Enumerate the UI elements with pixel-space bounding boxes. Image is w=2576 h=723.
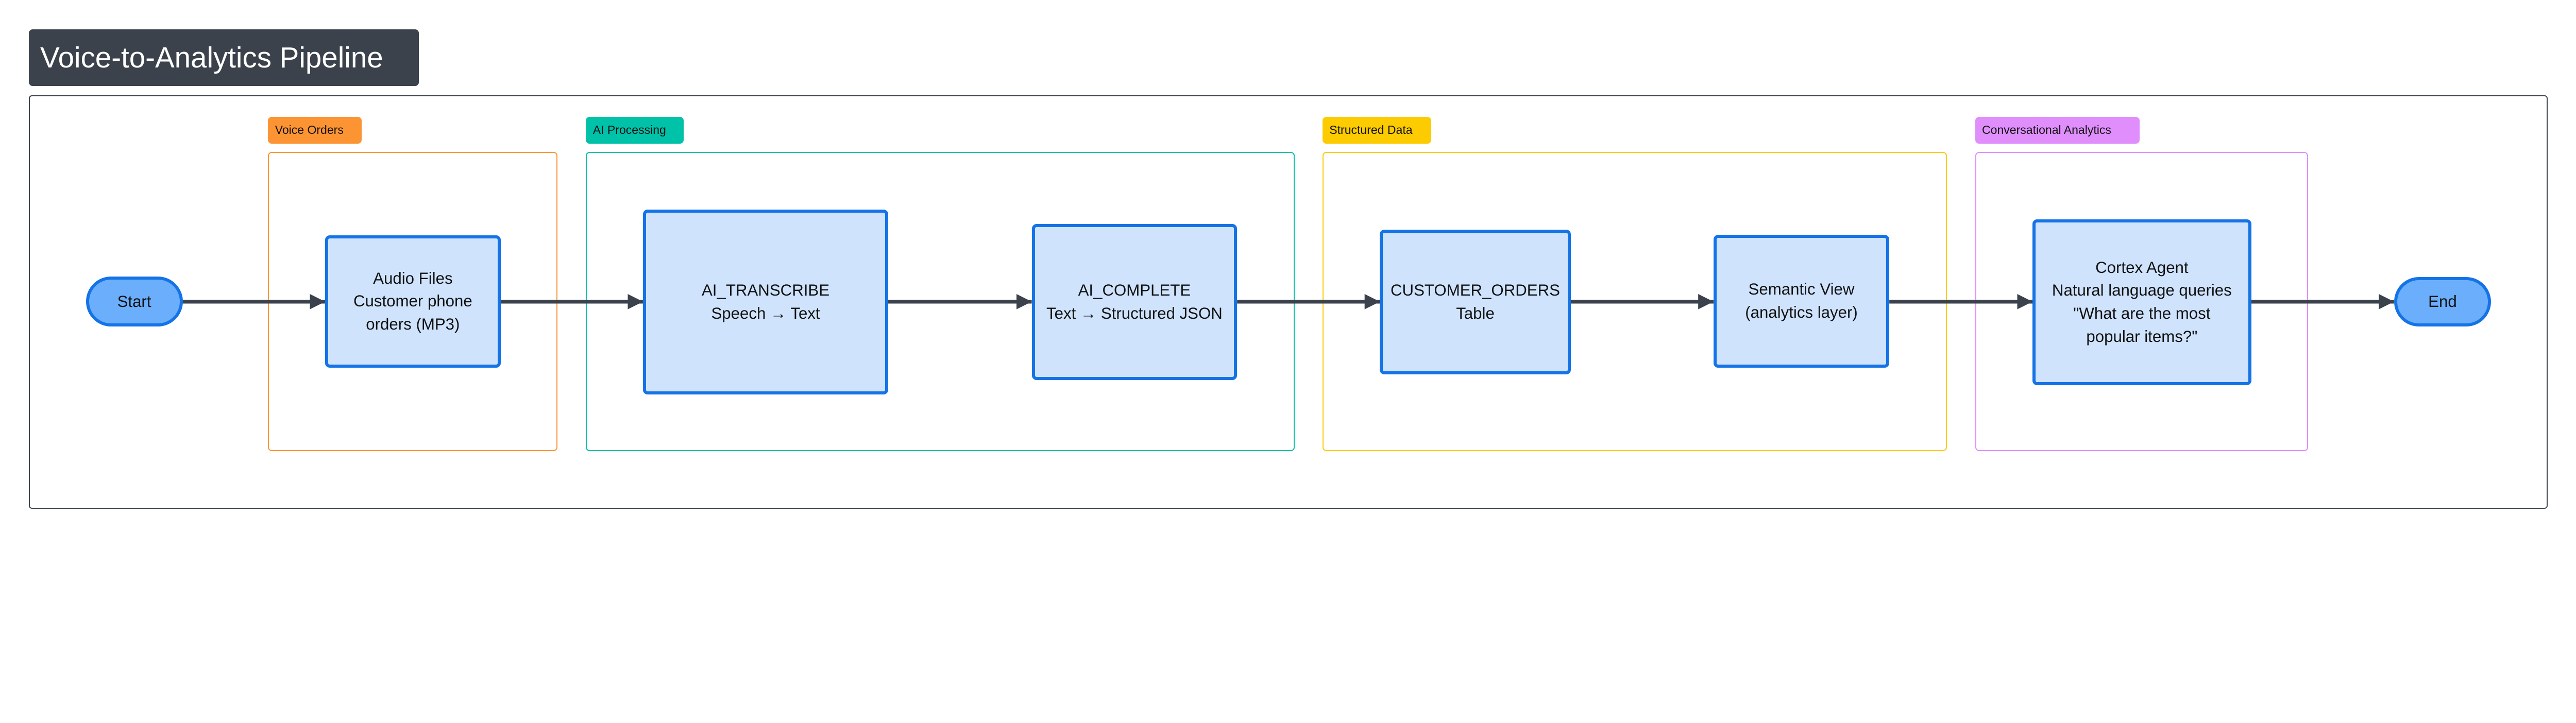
node-line: Natural language queries <box>2052 281 2232 300</box>
node-line: Table <box>1456 304 1495 322</box>
customer-orders-node[interactable]: CUSTOMER_ORDERS Table <box>1380 230 1571 374</box>
pipeline-frame <box>28 95 2548 509</box>
group-label-voice-orders: Voice Orders <box>268 116 362 144</box>
node-line: AI_TRANSCRIBE <box>701 281 830 299</box>
end-node[interactable]: End <box>2394 277 2491 327</box>
node-line: Audio Files <box>373 269 453 287</box>
group-label-structured-data: Structured Data <box>1322 116 1431 144</box>
node-line: Speech → Text <box>711 304 820 322</box>
node-line: "What are the most <box>2073 304 2211 322</box>
node-line: popular items?" <box>2086 327 2198 346</box>
audio-files-node[interactable]: Audio Files Customer phone orders (MP3) <box>325 235 501 368</box>
end-label: End <box>2428 292 2457 311</box>
node-line: Text → Structured JSON <box>1046 304 1223 322</box>
node-line: (analytics layer) <box>1745 303 1858 322</box>
group-label-conversational-analytics: Conversational Analytics <box>1975 116 2140 144</box>
diagram-title: Voice-to-Analytics Pipeline <box>28 29 419 86</box>
edges-layer <box>182 294 2394 309</box>
ai-complete-node[interactable]: AI_COMPLETE Text → Structured JSON <box>1031 223 1238 381</box>
node-line: CUSTOMER_ORDERS <box>1391 281 1561 299</box>
node-line: Customer phone <box>353 292 472 311</box>
node-line: Semantic View <box>1748 280 1855 299</box>
group-label-ai-processing: AI Processing <box>586 116 684 144</box>
node-line: AI_COMPLETE <box>1078 281 1191 299</box>
start-label: Start <box>117 292 151 311</box>
ai-transcribe-node[interactable]: AI_TRANSCRIBE Speech → Text <box>643 209 888 395</box>
semantic-view-node[interactable]: Semantic View (analytics layer) <box>1713 234 1890 368</box>
node-line: Cortex Agent <box>2095 258 2189 277</box>
node-line: orders (MP3) <box>366 315 460 334</box>
start-node[interactable]: Start <box>86 277 183 327</box>
cortex-agent-node[interactable]: Cortex Agent Natural language queries "W… <box>2032 219 2251 385</box>
